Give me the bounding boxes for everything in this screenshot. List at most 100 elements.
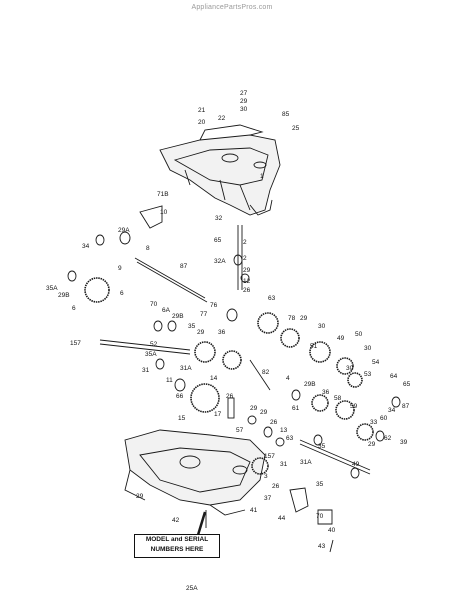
part-label: 30: [364, 345, 372, 352]
part-label: 64: [390, 373, 398, 380]
part-label: 20: [198, 119, 206, 126]
part-label: 76: [210, 302, 218, 309]
part-label: 39: [400, 439, 408, 446]
part-label: 31: [280, 461, 288, 468]
part-label: 31: [142, 367, 150, 374]
part-label: 40: [328, 527, 336, 534]
callout-line-1: MODEL and SERIAL: [145, 536, 209, 543]
part-label: 82: [262, 369, 270, 376]
part-label: 63: [286, 435, 294, 442]
upper-housing: [159, 124, 281, 216]
part-label: 32A: [214, 258, 226, 265]
part-label: 35A: [46, 285, 58, 292]
watermark-text: AppliancePartsPros.com: [191, 4, 273, 11]
part-label: 26: [270, 419, 278, 426]
part-label: 66: [176, 393, 184, 400]
part-label: 29B: [172, 313, 184, 320]
part-label: 21: [198, 107, 206, 114]
part-label: 65: [214, 237, 222, 244]
part-label: 29: [250, 405, 258, 412]
part-label: 29B: [304, 381, 316, 388]
part-label: 157: [264, 453, 275, 460]
part-label: 29: [260, 409, 268, 416]
part-label: 63: [268, 295, 276, 302]
part-label: 4: [286, 375, 290, 382]
lower-housing: [124, 429, 266, 516]
shafts: [99, 225, 371, 475]
washers: [67, 205, 401, 553]
part-label: 51: [310, 343, 318, 350]
part-label: 3: [264, 473, 268, 480]
part-label: 33: [370, 419, 378, 426]
part-label: 8: [146, 245, 150, 252]
part-label: 30: [346, 365, 354, 372]
part-label: 41: [250, 507, 258, 514]
part-label: 43: [318, 543, 326, 550]
part-label: 2: [243, 255, 247, 262]
part-label: 52: [150, 341, 158, 348]
part-label: 17: [214, 411, 222, 418]
part-label: 59: [350, 403, 358, 410]
part-label: 25A: [186, 585, 198, 592]
part-label: 29: [300, 315, 308, 322]
part-label: 32: [215, 215, 223, 222]
part-label: 36: [218, 329, 226, 336]
part-label: 70: [150, 301, 158, 308]
callout-arrow: [196, 511, 207, 536]
part-label: 36: [322, 389, 330, 396]
part-label: 60: [380, 415, 388, 422]
part-label: 87: [180, 263, 188, 270]
part-label: 14: [210, 375, 218, 382]
part-label: 29: [243, 267, 251, 274]
part-label: 31A: [300, 459, 312, 466]
part-label: 49: [352, 461, 360, 468]
part-label: 15: [178, 415, 186, 422]
part-label: 61: [292, 405, 300, 412]
part-label: 29: [240, 98, 248, 105]
gears: [84, 277, 374, 475]
part-label: 30: [240, 106, 248, 113]
part-label: 6A: [162, 307, 171, 314]
part-label: 31A: [180, 365, 192, 372]
part-label: 53: [364, 371, 372, 378]
part-label: 49: [337, 335, 345, 342]
part-label: 35A: [145, 351, 157, 358]
part-label: 27: [240, 90, 248, 97]
part-label: 29: [136, 493, 144, 500]
part-label: 71B: [157, 191, 169, 198]
part-label: 6: [72, 305, 76, 312]
part-label: 35: [318, 443, 326, 450]
part-label: 44: [278, 515, 286, 522]
part-label: 57: [236, 427, 244, 434]
part-label: 10: [160, 209, 168, 216]
part-label: 29: [197, 329, 205, 336]
part-label: 85: [282, 111, 290, 118]
part-label: 34: [82, 243, 90, 250]
part-label: 6: [120, 290, 124, 297]
part-label: 157: [70, 340, 81, 347]
model-serial-callout: MODEL and SERIAL NUMBERS HERE: [134, 534, 220, 558]
part-label: 54: [372, 359, 380, 366]
part-label: 26: [226, 393, 234, 400]
part-label: 42: [172, 517, 180, 524]
part-label: 87: [402, 403, 410, 410]
part-label: 37: [264, 495, 272, 502]
part-label: 25: [292, 125, 300, 132]
part-label: 9: [118, 265, 122, 272]
part-label: 35: [316, 481, 324, 488]
part-label: 70: [316, 513, 324, 520]
part-label: 58: [334, 395, 342, 402]
callout-line-2: NUMBERS HERE: [150, 546, 204, 553]
part-label: 29A: [118, 227, 130, 234]
part-label: 65: [403, 381, 411, 388]
part-label: 13: [280, 427, 288, 434]
part-label: 35: [188, 323, 196, 330]
part-label: 1: [260, 173, 264, 180]
part-label: 26: [243, 287, 251, 294]
part-label: 11: [166, 377, 173, 384]
part-label: 22: [218, 115, 226, 122]
part-label: 30: [318, 323, 326, 330]
part-label: 78: [288, 315, 296, 322]
